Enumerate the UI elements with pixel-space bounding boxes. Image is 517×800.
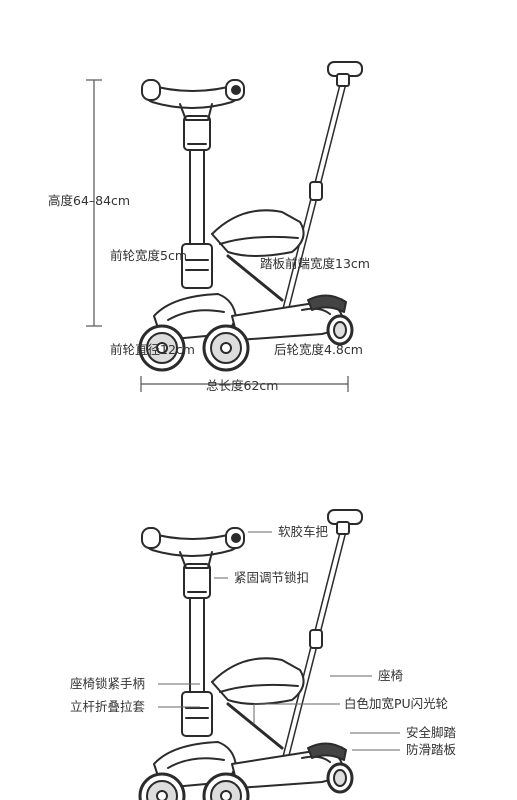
- deck-front-width-label: 踏板前端宽度13cm: [260, 256, 370, 271]
- soft-grip-label: 软胶车把: [278, 524, 329, 539]
- pu-flash-wheel-label: 白色加宽PU闪光轮: [344, 696, 449, 711]
- height-dimension-line: [86, 79, 102, 327]
- total-length-label: 总长度62cm: [206, 378, 279, 393]
- length-dimension-line: [140, 376, 349, 392]
- scooter-parts-drawing: [140, 510, 362, 800]
- locking-buckle-label: 紧固调节锁扣: [234, 570, 310, 585]
- foot-brake-label: 安全脚踏: [406, 725, 457, 740]
- scooter-dimensions-drawing: [140, 62, 362, 370]
- seat-lock-handle-label: 座椅锁紧手柄: [70, 676, 146, 691]
- anti-slip-deck-label: 防滑踏板: [406, 742, 457, 757]
- callout-lines: [158, 531, 400, 751]
- front-wheel-diameter-label: 前轮直径12cm: [110, 342, 195, 357]
- rear-wheel-width-label: 后轮宽度4.8cm: [274, 342, 363, 357]
- height-label: 高度64–84cm: [48, 193, 131, 208]
- front-wheel-width-label: 前轮宽度5cm: [110, 248, 188, 263]
- folding-sleeve-label: 立杆折叠拉套: [70, 699, 146, 714]
- seat-label: 座椅: [378, 668, 404, 683]
